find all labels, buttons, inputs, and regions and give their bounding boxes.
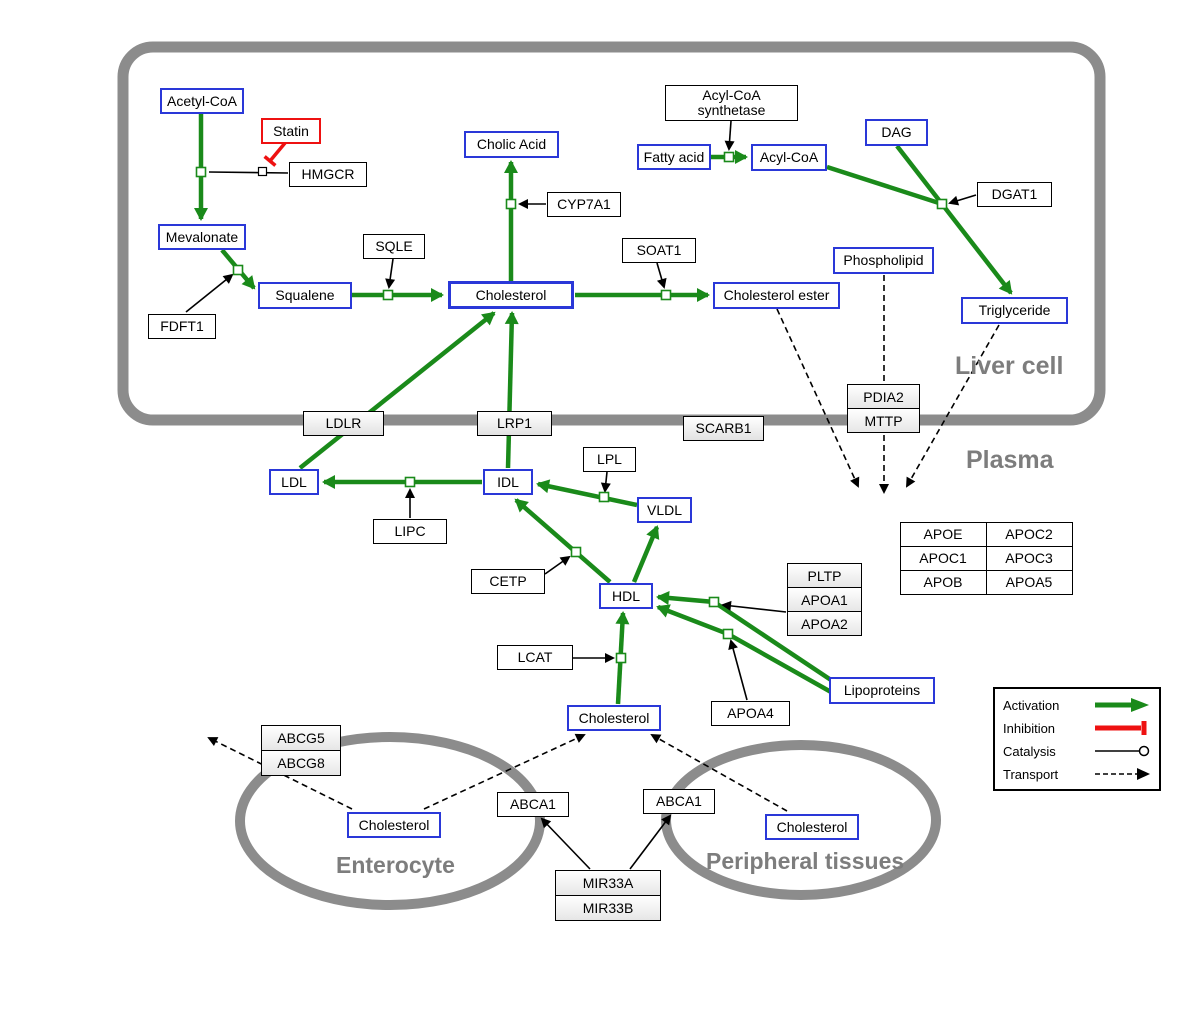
activation-edges xyxy=(194,114,1013,705)
node-cholic-acid[interactable]: Cholic Acid xyxy=(464,131,559,158)
node-statin[interactable]: Statin xyxy=(261,118,321,144)
legend: Activation Inhibition Catalysis Transpor… xyxy=(993,687,1161,791)
node-apoa4[interactable]: APOA4 xyxy=(711,701,790,726)
liver-cell-label: Liver cell xyxy=(955,352,1064,380)
node-cyp7a1[interactable]: CYP7A1 xyxy=(547,192,621,217)
node-squalene[interactable]: Squalene xyxy=(258,282,352,309)
enterocyte-label: Enterocyte xyxy=(336,852,455,878)
node-abcg8[interactable]: ABCG8 xyxy=(261,750,341,776)
node-mir33a[interactable]: MIR33A xyxy=(555,870,661,896)
node-mttp[interactable]: MTTP xyxy=(847,408,920,433)
legend-catalysis-row: Catalysis xyxy=(1003,740,1151,762)
node-mevalonate[interactable]: Mevalonate xyxy=(158,224,246,250)
node-idl[interactable]: IDL xyxy=(483,469,533,495)
node-group-abcg5-abcg8: ABCG5 ABCG8 xyxy=(261,725,341,776)
legend-inhibition-row: Inhibition xyxy=(1003,717,1151,739)
reaction-junctions xyxy=(195,151,948,664)
node-cholesterol-liver[interactable]: Cholesterol xyxy=(448,281,574,309)
enterocyte-membrane xyxy=(235,732,545,910)
activation-arrow-icon xyxy=(1095,698,1149,712)
node-apoc3[interactable]: APOC3 xyxy=(985,545,1073,571)
legend-transport-label: Transport xyxy=(1003,766,1059,782)
node-group-pdia2-mttp: PDIA2 MTTP xyxy=(847,384,920,433)
inhibition-edge-statin xyxy=(263,141,287,167)
legend-transport-row: Transport xyxy=(1003,763,1151,785)
node-sqle[interactable]: SQLE xyxy=(363,234,425,259)
node-pltp[interactable]: PLTP xyxy=(787,563,862,588)
transport-edges xyxy=(207,275,1000,812)
node-apoa5[interactable]: APOA5 xyxy=(985,569,1073,595)
legend-inhibition-label: Inhibition xyxy=(1003,720,1056,736)
node-lrp1[interactable]: LRP1 xyxy=(477,411,552,436)
node-apob[interactable]: APOB xyxy=(899,569,987,595)
legend-activation-label: Activation xyxy=(1003,697,1060,713)
node-ldl[interactable]: LDL xyxy=(269,469,319,495)
node-group-mir33: MIR33A MIR33B xyxy=(555,870,661,921)
node-lipc[interactable]: LIPC xyxy=(373,519,447,544)
catalysis-edges xyxy=(185,120,977,870)
node-cetp[interactable]: CETP xyxy=(471,569,545,594)
node-hmgcr[interactable]: HMGCR xyxy=(289,162,367,187)
node-acetyl-coa[interactable]: Acetyl-CoA xyxy=(160,88,244,114)
node-abcg5[interactable]: ABCG5 xyxy=(261,725,341,751)
node-apoc2[interactable]: APOC2 xyxy=(985,521,1073,547)
node-apoa1[interactable]: APOA1 xyxy=(787,587,862,612)
node-pdia2[interactable]: PDIA2 xyxy=(847,384,920,409)
node-abca1-left[interactable]: ABCA1 xyxy=(497,792,569,817)
node-acyl-coa-synthetase[interactable]: Acyl-CoA synthetase xyxy=(665,85,798,121)
node-cholesterol-ester[interactable]: Cholesterol ester xyxy=(713,282,840,309)
node-cholesterol-plasma[interactable]: Cholesterol xyxy=(567,705,661,731)
inhibition-tbar-icon xyxy=(1095,721,1147,735)
node-ldlr[interactable]: LDLR xyxy=(303,411,384,436)
node-group-pltp-apoa1-apoa2: PLTP APOA1 APOA2 xyxy=(787,563,862,636)
node-apoe[interactable]: APOE xyxy=(899,521,987,547)
node-vldl[interactable]: VLDL xyxy=(637,497,692,523)
plasma-label: Plasma xyxy=(966,446,1054,474)
node-dgat1[interactable]: DGAT1 xyxy=(977,182,1052,207)
node-lcat[interactable]: LCAT xyxy=(497,645,573,670)
transport-dashed-arrow-icon xyxy=(1095,768,1150,780)
node-apoa2[interactable]: APOA2 xyxy=(787,611,862,636)
node-cholesterol-enterocyte[interactable]: Cholesterol xyxy=(347,812,441,838)
node-hdl[interactable]: HDL xyxy=(599,583,653,609)
statin-target-anchor xyxy=(257,166,268,177)
node-phospholipid[interactable]: Phospholipid xyxy=(833,247,934,274)
legend-activation-row: Activation xyxy=(1003,694,1151,716)
node-fatty-acid[interactable]: Fatty acid xyxy=(637,144,711,170)
legend-catalysis-label: Catalysis xyxy=(1003,743,1056,759)
node-abca1-right[interactable]: ABCA1 xyxy=(643,789,715,814)
node-triglyceride[interactable]: Triglyceride xyxy=(961,297,1068,324)
apolipoprotein-table: APOE APOC2 APOC1 APOC3 APOB APOA5 xyxy=(899,521,1073,595)
node-acyl-coa[interactable]: Acyl-CoA xyxy=(751,144,827,171)
membranes xyxy=(117,41,1106,910)
node-soat1[interactable]: SOAT1 xyxy=(622,238,696,263)
peripheral-tissues-label: Peripheral tissues xyxy=(706,848,905,874)
node-lipoproteins[interactable]: Lipoproteins xyxy=(829,677,935,704)
node-fdft1[interactable]: FDFT1 xyxy=(148,314,216,339)
catalysis-circle-icon xyxy=(1095,745,1150,757)
node-cholesterol-peripheral[interactable]: Cholesterol xyxy=(765,814,859,840)
liver-cell-membrane xyxy=(117,41,1106,426)
node-apoc1[interactable]: APOC1 xyxy=(899,545,987,571)
node-dag[interactable]: DAG xyxy=(865,119,928,146)
node-mir33b[interactable]: MIR33B xyxy=(555,895,661,921)
node-lpl[interactable]: LPL xyxy=(583,447,636,472)
node-scarb1[interactable]: SCARB1 xyxy=(683,416,764,441)
